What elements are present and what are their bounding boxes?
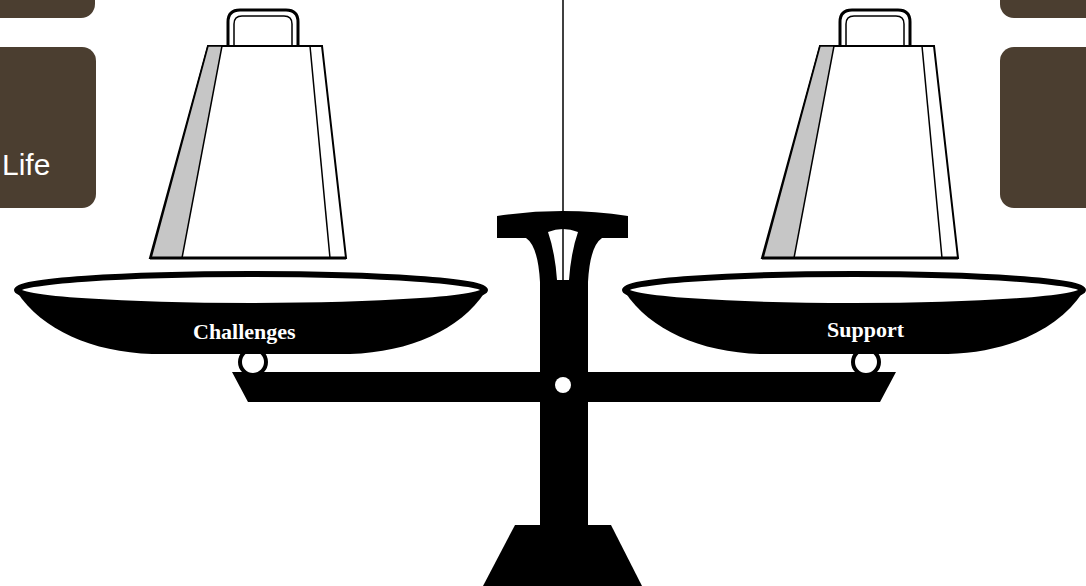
bell-handle (228, 10, 298, 48)
bell-edge (922, 46, 942, 258)
pan-rim (625, 274, 1083, 306)
bell-body (762, 46, 958, 258)
pivot (555, 377, 571, 393)
center-line (562, 226, 564, 280)
bell-base (150, 257, 346, 260)
pan-shape (620, 268, 1086, 360)
scale-top (497, 211, 628, 282)
bell-base (762, 257, 958, 260)
bell-handle (840, 10, 910, 48)
side-box (1000, 47, 1086, 208)
side-box (1000, 0, 1086, 18)
pan-label: Support (827, 317, 904, 343)
box-label: Life (2, 147, 50, 183)
pan-label: Challenges (193, 319, 296, 345)
bell-shade (151, 46, 222, 258)
scale-pan: Challenges (12, 268, 490, 360)
scale-base (483, 525, 642, 586)
bell-handle (234, 16, 292, 48)
side-box: Life (0, 47, 96, 208)
bell-edge (310, 46, 330, 258)
side-box (0, 0, 95, 18)
scale-beam (232, 372, 896, 402)
cowbell-weight (762, 10, 958, 258)
pan-rim (17, 274, 485, 306)
center-line (562, 0, 564, 280)
bell-handle (846, 16, 904, 48)
pan-shape (12, 268, 490, 360)
cowbell-weight (150, 10, 346, 258)
bell-shade (763, 46, 834, 258)
bell-body (150, 46, 346, 258)
scale-pan: Support (620, 268, 1086, 360)
